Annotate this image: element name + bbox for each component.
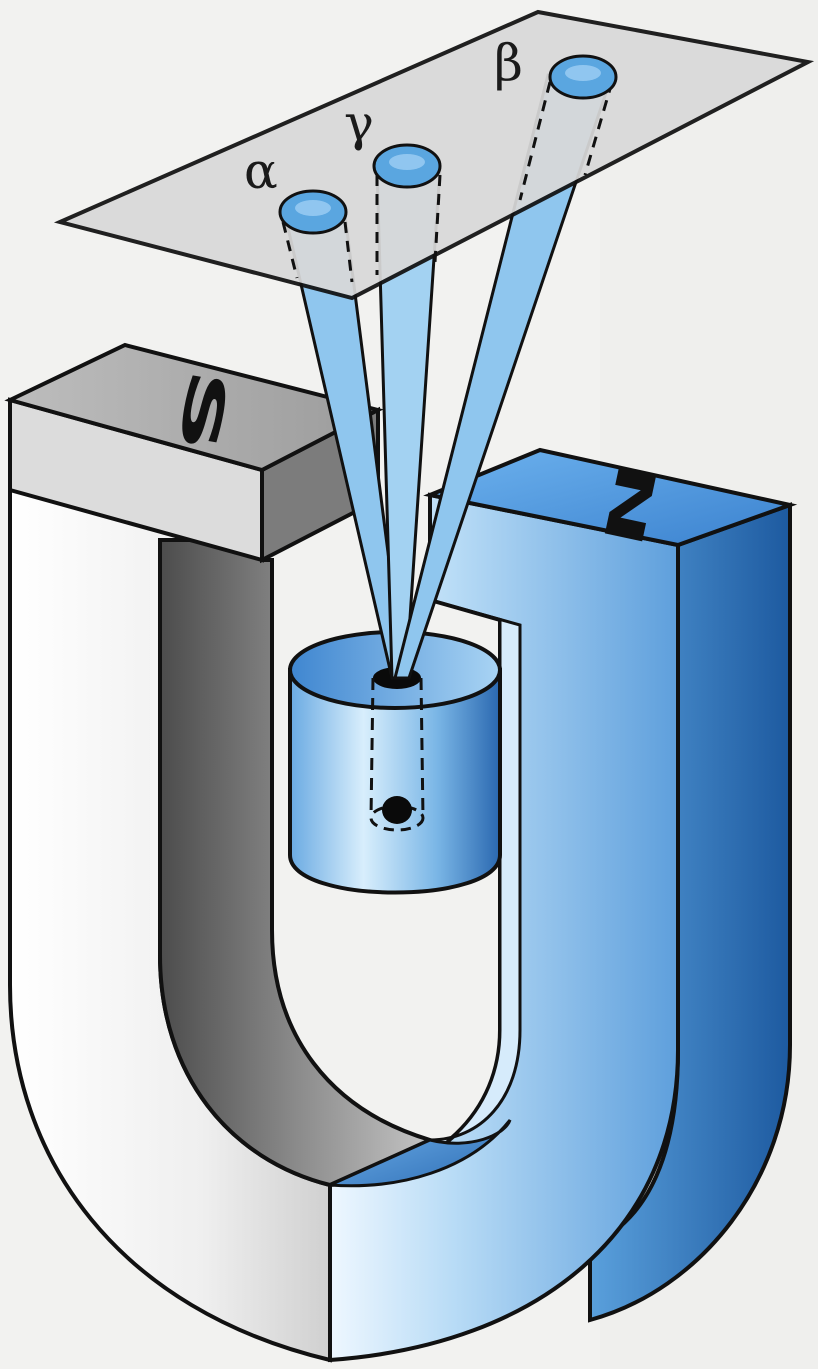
beta-label: β xyxy=(494,34,523,92)
gamma-label: γ xyxy=(344,94,374,152)
radioactive-sample xyxy=(382,796,412,824)
alpha-label: α xyxy=(244,142,278,200)
